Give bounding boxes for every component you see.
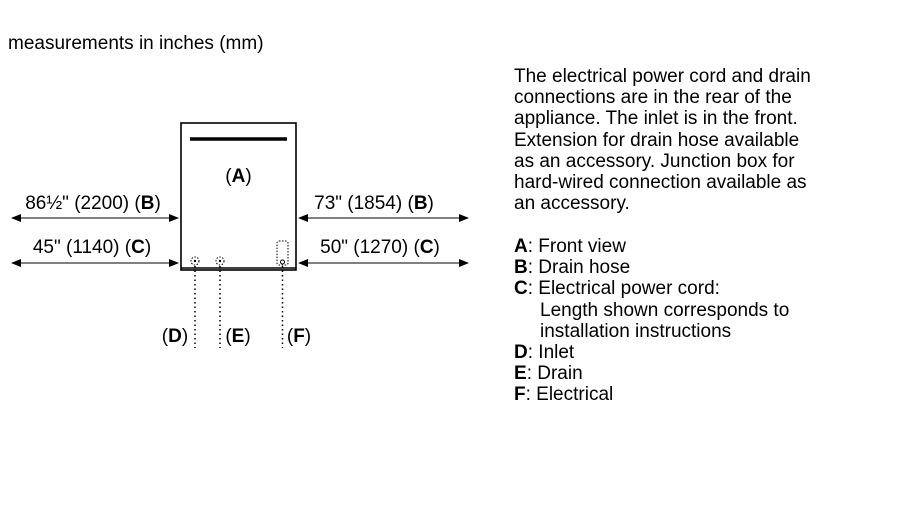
svg-text:86½" (2200) (B): 86½" (2200) (B): [25, 193, 161, 214]
left-power-cord-dimension: 45" (1140) (C): [11, 237, 179, 267]
connection-label-d: (D): [162, 326, 188, 347]
component-label-a: (A): [225, 166, 251, 187]
legend: A: Front view B: Drain hose C: Electrica…: [514, 236, 894, 406]
right-power-cord-dimension: 50" (1270) (C): [298, 237, 469, 267]
description-line: connections are in the rear of the: [514, 87, 792, 109]
legend-item-a: A: Front view: [514, 236, 626, 257]
legend-item-c-continuation: installation instructions: [540, 320, 732, 342]
legend-item-f: F: Electrical: [514, 384, 614, 406]
legend-item-c-continuation: Length shown corresponds to: [540, 299, 790, 321]
description-line: an accessory.: [514, 193, 630, 215]
description-line: appliance. The inlet is in the front.: [514, 108, 798, 130]
svg-text:73" (1854) (B): 73" (1854) (B): [314, 193, 434, 214]
legend-item-d: D: Inlet: [514, 342, 575, 364]
inlet-connection: [190, 256, 200, 348]
drain-connection: [215, 256, 225, 348]
electrical-connection: [276, 240, 289, 348]
description-line: hard-wired connection available as: [514, 172, 807, 194]
connection-label-f: (F): [287, 326, 311, 347]
measurement-units-caption: measurements in inches (mm): [8, 33, 264, 54]
legend-item-b: B: Drain hose: [514, 257, 631, 279]
svg-text:50" (1270) (C): 50" (1270) (C): [320, 237, 440, 258]
description-line: Extension for drain hose available: [514, 129, 800, 151]
legend-item-c: C: Electrical power cord:: [514, 278, 720, 300]
description-line: as an accessory. Junction box for: [514, 150, 795, 172]
legend-item-e: E: Drain: [514, 363, 583, 385]
svg-text:45" (1140) (C): 45" (1140) (C): [33, 237, 151, 258]
installation-description: The electrical power cord and drain conn…: [514, 66, 894, 214]
appliance-front-view: (A): [180, 122, 297, 271]
left-drain-hose-dimension: 86½" (2200) (B): [11, 193, 179, 222]
right-drain-hose-dimension: 73" (1854) (B): [298, 193, 469, 222]
description-line: The electrical power cord and drain: [514, 66, 811, 87]
connection-label-e: (E): [225, 326, 250, 347]
